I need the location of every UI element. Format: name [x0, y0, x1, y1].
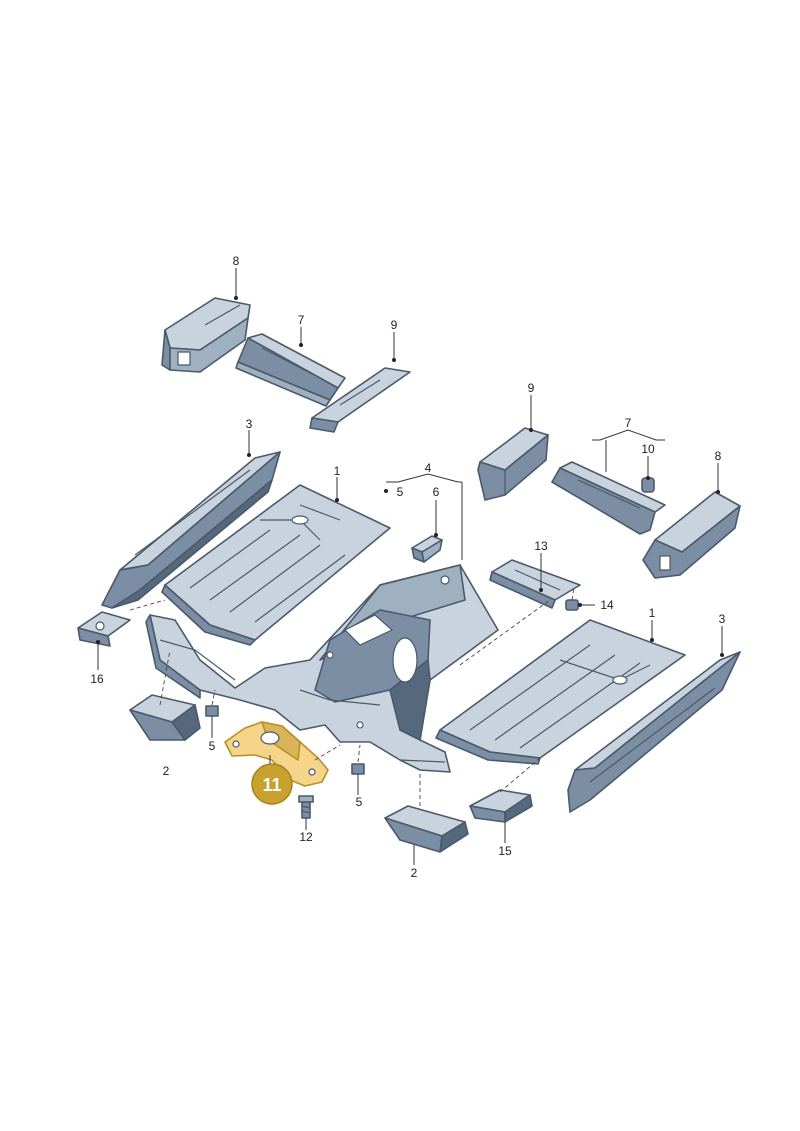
- part-3-right-sill: [567, 651, 741, 813]
- callout-2-left: 2: [163, 764, 170, 778]
- callout-9-top: 9: [391, 318, 398, 332]
- part-1-right-floor-pan: [435, 619, 686, 765]
- part-7-right-member: [551, 461, 666, 535]
- part-13-mount-plate: [489, 559, 581, 609]
- callout-10: 10: [641, 442, 655, 456]
- callout-4: 4: [425, 461, 432, 475]
- part-1-left-floor-pan: [161, 484, 391, 646]
- part-8-rear-bracket: [161, 297, 251, 373]
- part-10-clip: [641, 477, 655, 493]
- part-16-bracket: [77, 611, 131, 647]
- part-9-right-bracket: [477, 427, 549, 501]
- part-9-reinforcement-strip: [309, 367, 411, 433]
- callout-8-right: 8: [715, 449, 722, 463]
- callout-8-top: 8: [233, 254, 240, 268]
- part-5-nut-center: [351, 763, 365, 775]
- callout-labels: 8 7 9 3 1 4 5 6 9 7 10 8 13 14 1 3 16 5 …: [90, 254, 725, 880]
- assembly-dashed-lines: [129, 587, 575, 806]
- callout-13: 13: [534, 539, 548, 553]
- callout-15: 15: [498, 844, 512, 858]
- callout-12: 12: [299, 830, 313, 844]
- part-2-bottom-mount: [384, 805, 469, 853]
- part-11-highlighted-bracket: [224, 721, 329, 787]
- part-8-right-bracket: [642, 491, 741, 579]
- callout-7-right: 7: [625, 416, 632, 430]
- part-15-bracket: [469, 789, 533, 823]
- callout-7-top: 7: [298, 313, 305, 327]
- part-14-nut: [565, 599, 579, 611]
- leader-lines: [96, 268, 724, 865]
- callout-2-bottom: 2: [411, 866, 418, 880]
- callout-1-right: 1: [649, 606, 656, 620]
- callout-5-left: 5: [209, 739, 216, 753]
- part-6-small-bracket: [411, 535, 443, 563]
- highlight-badge-11: 11: [251, 763, 293, 805]
- callout-6: 6: [433, 485, 440, 499]
- part-2-left-mount: [129, 694, 201, 741]
- callout-9-right: 9: [528, 381, 535, 395]
- callout-14: 14: [600, 598, 614, 612]
- callout-3-right: 3: [719, 612, 726, 626]
- part-7-cross-member: [235, 333, 346, 407]
- part-5-nut-left: [205, 705, 219, 717]
- callout-16: 16: [90, 672, 104, 686]
- part-12-bolt: [298, 795, 314, 819]
- part-3-left-sill: [101, 451, 281, 609]
- callout-5-group: 5: [397, 485, 404, 499]
- badge-11-label: 11: [262, 775, 281, 795]
- part-4-center-floor-tunnel: [145, 564, 499, 773]
- callout-1-left: 1: [334, 464, 341, 478]
- callout-5-center: 5: [356, 795, 363, 809]
- callout-3-left: 3: [246, 417, 253, 431]
